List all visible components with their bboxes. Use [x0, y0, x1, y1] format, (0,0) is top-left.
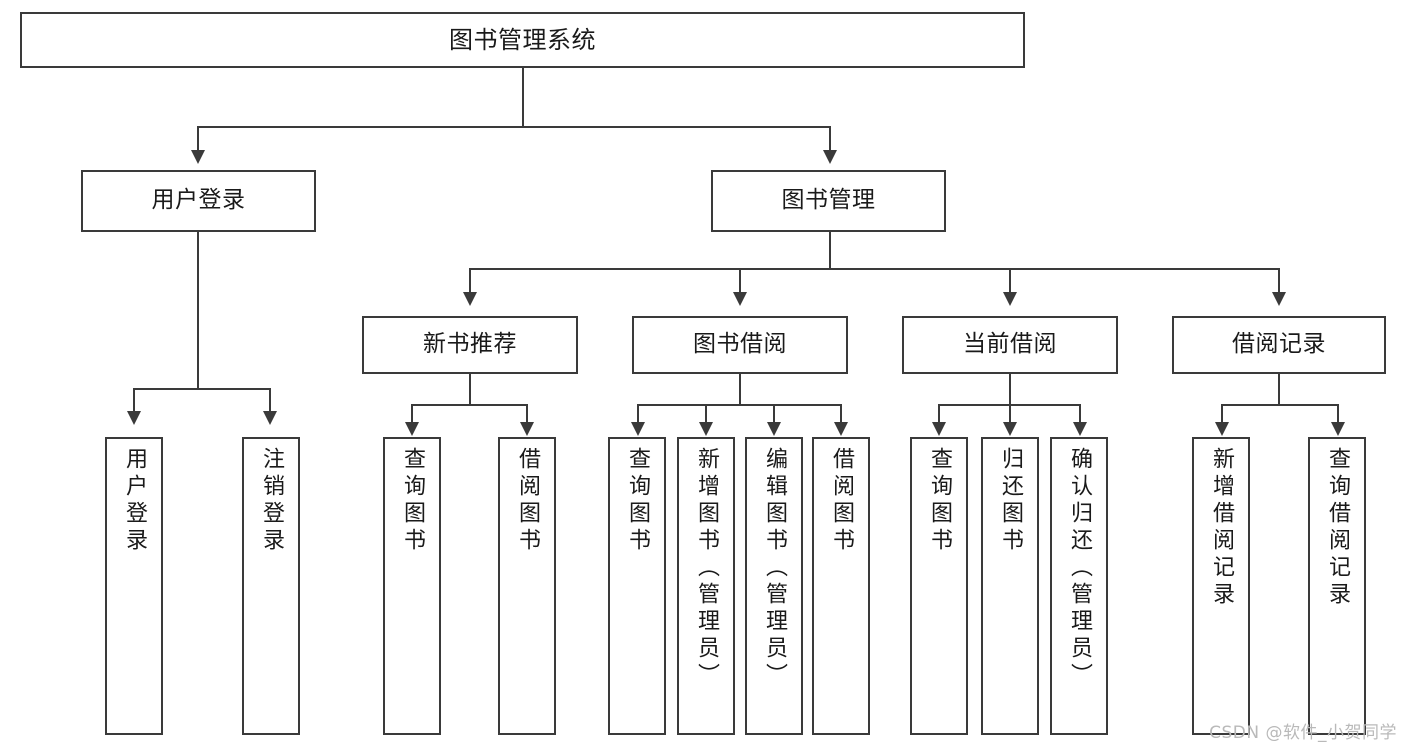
arrowhead-leaf-br-query-record [1331, 422, 1345, 436]
arrowhead-to-book-management [823, 150, 837, 164]
connector-user-login-stem [197, 232, 199, 390]
connector-book-borrow-stem [739, 374, 741, 406]
node-borrow-record[interactable]: 借阅记录 [1172, 316, 1386, 374]
connector-user-login-bus [133, 388, 270, 390]
connector-borrow-record-bus [1221, 404, 1339, 406]
node-book-borrow[interactable]: 图书借阅 [632, 316, 848, 374]
arrowhead-leaf-cb-query-book [932, 422, 946, 436]
arrowhead-to-new-book-recommend [463, 292, 477, 306]
connector-cb-leg-3 [1079, 404, 1081, 424]
connector-book-borrow-bus [637, 404, 842, 406]
connector-borrow-record-stem [1278, 374, 1280, 406]
arrowhead-leaf-nb-borrow-book [520, 422, 534, 436]
node-label: 用户登录 [122, 447, 147, 555]
node-label: 注销登录 [259, 447, 284, 555]
connector-level3-bus [469, 268, 1280, 270]
connector-level3-leg-4 [1278, 268, 1280, 294]
arrowhead-leaf-bb-borrow-book [834, 422, 848, 436]
arrowhead-leaf-user-login [127, 411, 141, 425]
leaf-nb-query-book[interactable]: 查询图书 [383, 437, 441, 735]
arrowhead-leaf-bb-query-book [631, 422, 645, 436]
node-label: 查询借阅记录 [1325, 447, 1350, 609]
connector-cb-leg-2 [1009, 404, 1011, 424]
arrowhead-to-current-borrow [1003, 292, 1017, 306]
leaf-user-login[interactable]: 用户登录 [105, 437, 163, 735]
arrowhead-leaf-nb-query-book [405, 422, 419, 436]
connector-to-user-login [197, 126, 199, 152]
connector-new-book-leg-2 [526, 404, 528, 424]
connector-user-login-leg-1 [133, 388, 135, 413]
node-label: 查询图书 [625, 447, 650, 555]
leaf-br-query-record[interactable]: 查询借阅记录 [1308, 437, 1366, 735]
csdn-watermark: CSDN @软件_小贺同学 [1209, 723, 1397, 743]
connector-user-login-leg-2 [269, 388, 271, 413]
node-book-management[interactable]: 图书管理 [711, 170, 946, 232]
arrowhead-leaf-br-add-record [1215, 422, 1229, 436]
node-label: 当前借阅 [963, 331, 1057, 358]
node-label: 确认归还（管理员） [1067, 447, 1092, 690]
leaf-bb-borrow-book[interactable]: 借阅图书 [812, 437, 870, 735]
connector-new-book-stem [469, 374, 471, 406]
leaf-logout[interactable]: 注销登录 [242, 437, 300, 735]
arrowhead-to-book-borrow [733, 292, 747, 306]
connector-cb-leg-1 [938, 404, 940, 424]
node-label: 用户登录 [151, 187, 246, 214]
connector-new-book-bus [411, 404, 528, 406]
node-label: 编辑图书（管理员） [762, 447, 787, 690]
node-label: 归还图书 [998, 447, 1023, 555]
node-label: 查询图书 [927, 447, 952, 555]
node-label: 借阅图书 [829, 447, 854, 555]
arrowhead-leaf-logout [263, 411, 277, 425]
node-current-borrow[interactable]: 当前借阅 [902, 316, 1118, 374]
connector-level2-bus [197, 126, 831, 128]
node-label: 新增借阅记录 [1209, 447, 1234, 609]
connector-level3-leg-2 [739, 268, 741, 294]
connector-book-management-stem [829, 232, 831, 270]
connector-bb-leg-2 [705, 404, 707, 424]
connector-current-borrow-stem [1009, 374, 1011, 406]
node-new-book-recommend[interactable]: 新书推荐 [362, 316, 578, 374]
arrowhead-to-borrow-record [1272, 292, 1286, 306]
node-label: 新书推荐 [423, 331, 517, 358]
arrowhead-leaf-bb-add-book [699, 422, 713, 436]
leaf-br-add-record[interactable]: 新增借阅记录 [1192, 437, 1250, 735]
leaf-cb-return-book[interactable]: 归还图书 [981, 437, 1039, 735]
node-label: 图书管理系统 [449, 25, 596, 54]
node-label: 借阅图书 [515, 447, 540, 555]
node-label: 新增图书（管理员） [694, 447, 719, 690]
node-label: 查询图书 [400, 447, 425, 555]
node-user-login[interactable]: 用户登录 [81, 170, 316, 232]
leaf-cb-query-book[interactable]: 查询图书 [910, 437, 968, 735]
leaf-nb-borrow-book[interactable]: 借阅图书 [498, 437, 556, 735]
arrowhead-leaf-bb-edit-book [767, 422, 781, 436]
connector-to-book-management [829, 126, 831, 152]
leaf-bb-edit-book[interactable]: 编辑图书（管理员） [745, 437, 803, 735]
connector-bb-leg-4 [840, 404, 842, 424]
connector-br-leg-2 [1337, 404, 1339, 424]
node-label: 借阅记录 [1232, 331, 1326, 358]
connector-br-leg-1 [1221, 404, 1223, 424]
connector-new-book-leg-1 [411, 404, 413, 424]
node-label: 图书借阅 [693, 331, 787, 358]
connector-level3-leg-1 [469, 268, 471, 294]
node-root-book-management-system[interactable]: 图书管理系统 [20, 12, 1025, 68]
leaf-bb-query-book[interactable]: 查询图书 [608, 437, 666, 735]
node-label: 图书管理 [781, 187, 876, 214]
leaf-cb-confirm-return[interactable]: 确认归还（管理员） [1050, 437, 1108, 735]
connector-bb-leg-1 [637, 404, 639, 424]
connector-level3-leg-3 [1009, 268, 1011, 294]
arrowhead-leaf-cb-return-book [1003, 422, 1017, 436]
leaf-bb-add-book[interactable]: 新增图书（管理员） [677, 437, 735, 735]
arrowhead-leaf-cb-confirm-return [1073, 422, 1087, 436]
arrowhead-to-user-login [191, 150, 205, 164]
connector-root-stem [522, 68, 524, 126]
connector-bb-leg-3 [773, 404, 775, 424]
